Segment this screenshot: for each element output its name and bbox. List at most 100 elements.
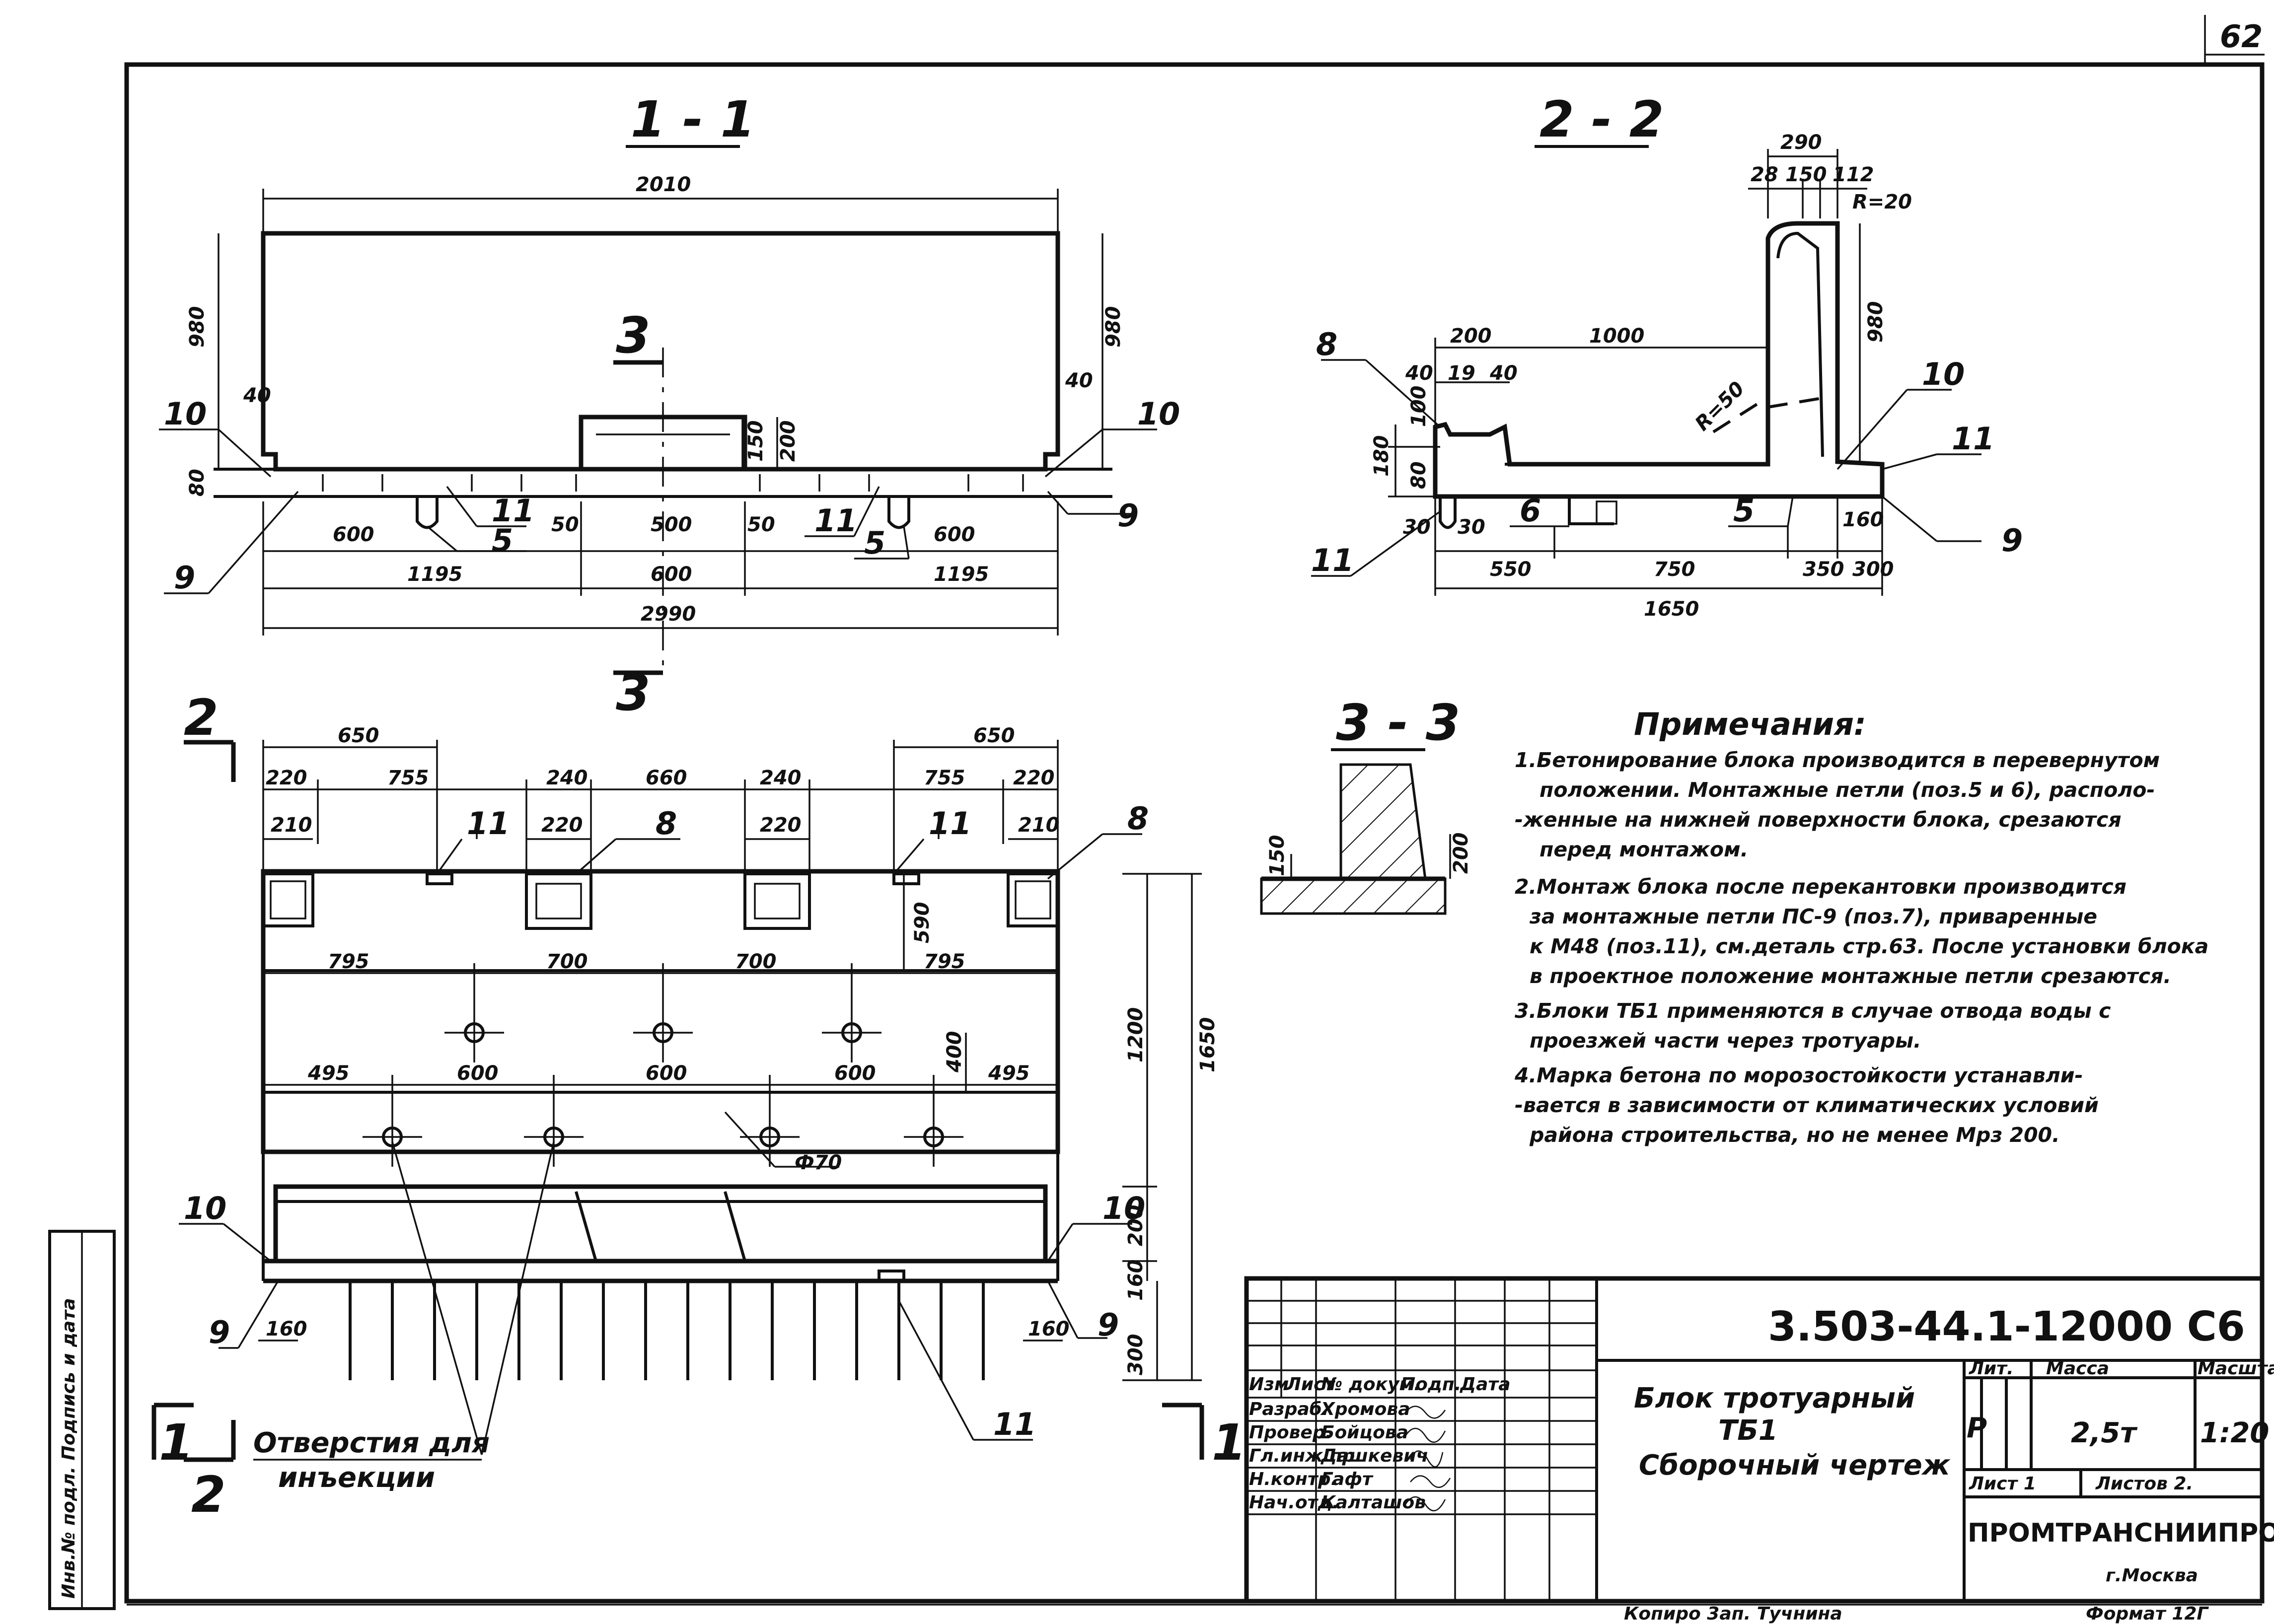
dim-50-a: 50 <box>551 513 579 536</box>
tb-header-date: Дата <box>1460 1374 1511 1395</box>
dim-150: 150 <box>744 421 767 462</box>
dim-r20: R=20 <box>1852 191 1912 213</box>
dim-495-b: 495 <box>988 1062 1030 1085</box>
section-1-1: 1 - 1 3 3 <box>159 90 1180 722</box>
plan-view: 2 2 1 1 <box>151 689 1247 1524</box>
callout-11-right: 11 <box>1952 421 1994 457</box>
tb-role: Гл.инж.пр. <box>1249 1446 1362 1466</box>
note-line: положении. Монтажные петли (поз.5 и 6), … <box>1540 778 2155 802</box>
notes-heading: Примечания: <box>1634 706 1866 742</box>
dim-40-b: 40 <box>1489 362 1518 385</box>
dim-240-a: 240 <box>546 767 588 789</box>
dim-980-right: 980 <box>1102 306 1125 348</box>
dim-160-b: 160 <box>1028 1318 1070 1341</box>
dim-180: 180 <box>1370 435 1393 477</box>
sheet-frame: 62 Инв.№ подл. Подпись и дата Копиро 3ап… <box>48 15 2265 1624</box>
section-3-3-title: 3 - 3 <box>1336 694 1460 752</box>
tb-header-sign: Подп. <box>1400 1374 1461 1395</box>
dim-19: 19 <box>1448 362 1475 385</box>
dim-650-b: 650 <box>973 724 1015 747</box>
tb-name-1: Блок тротуарный <box>1634 1382 1915 1414</box>
tb-stage-label: Лит. <box>1969 1358 2014 1379</box>
dim-750: 750 <box>1654 558 1695 581</box>
dim-30-b: 30 <box>1458 516 1485 539</box>
dim-300: 300 <box>1852 558 1894 581</box>
tb-name: Гафт <box>1321 1469 1374 1489</box>
dim-40-right: 40 <box>1065 369 1093 392</box>
note-line: в проектное положение монтажные петли ср… <box>1530 964 2171 988</box>
section-3-3: 3 - 3 150 200 <box>1260 694 1472 915</box>
tb-name: Дашкевич <box>1320 1446 1428 1466</box>
dim-1200: 1200 <box>1124 1007 1147 1062</box>
dim-220-b: 220 <box>1013 767 1055 789</box>
cut-3-top: 3 <box>616 306 651 364</box>
note-line: 3.Блоки ТБ1 применяются в случае отвода … <box>1515 999 2111 1023</box>
tb-name-2: ТБ1 <box>1718 1414 1778 1447</box>
callout-8-plan-a: 8 <box>656 805 677 842</box>
dim-600-a: 600 <box>333 523 374 546</box>
dim-600-b: 600 <box>934 523 975 546</box>
callout-11-right: 11 <box>814 502 857 539</box>
dim-160: 160 <box>1124 1260 1147 1301</box>
tb-role: Провер. <box>1249 1422 1332 1443</box>
tb-role: Н.контр. <box>1249 1469 1337 1489</box>
dim-1195-a: 1195 <box>407 563 462 586</box>
dim-700-b: 700 <box>735 950 777 973</box>
dim-200: 200 <box>1124 1205 1147 1247</box>
dim-1650: 1650 <box>1196 1017 1219 1072</box>
dim-500: 500 <box>651 513 692 536</box>
callout-11-plan-c: 11 <box>993 1406 1036 1442</box>
tb-mass: 2,5т <box>2071 1417 2138 1449</box>
section-1-1-title: 1 - 1 <box>631 90 755 148</box>
callout-9-plan-a: 9 <box>209 1314 230 1350</box>
dim-200: 200 <box>777 421 800 462</box>
callout-9: 9 <box>2001 522 2023 559</box>
dim-100: 100 <box>1407 386 1430 427</box>
dim-210-b: 210 <box>1018 814 1060 837</box>
dim-600-pb: 600 <box>646 1062 687 1085</box>
dim-80: 80 <box>186 469 209 496</box>
tb-header-list: Лист <box>1286 1374 1335 1395</box>
dim-495-a: 495 <box>307 1062 350 1085</box>
tb-header-doc: № докум. <box>1320 1374 1421 1395</box>
tb-name: Калташов <box>1321 1492 1426 1513</box>
dim-300: 300 <box>1124 1334 1147 1376</box>
callout-10-left: 10 <box>164 396 207 432</box>
page-number: 62 <box>2220 18 2263 55</box>
dim-50-b: 50 <box>747 513 775 536</box>
dim-200-s3: 200 <box>1450 833 1472 874</box>
section-2-2-title: 2 - 2 <box>1540 90 1664 148</box>
dim-112: 112 <box>1833 163 1874 186</box>
tb-stage: Р <box>1967 1412 1987 1444</box>
notes-block: Примечания: 1.Бетонирование блока произв… <box>1514 706 2208 1147</box>
copied-by: Копиро 3ап. Тучнина <box>1624 1604 1842 1624</box>
tb-mass-label: Масса <box>2046 1358 2109 1379</box>
tb-scale: 1:20 <box>2200 1417 2269 1449</box>
tb-sheet: Лист 1 <box>1969 1474 2036 1494</box>
note-line: -вается в зависимости от климатических у… <box>1515 1093 2099 1117</box>
dim-220-c: 220 <box>541 814 583 837</box>
tb-code: 3.503-44.1-12000 С6 <box>1768 1303 2245 1350</box>
dim-220-d: 220 <box>760 814 802 837</box>
callout-9-left: 9 <box>174 560 195 596</box>
dim-660: 660 <box>646 767 687 789</box>
callout-8-plan-b: 8 <box>1127 800 1149 837</box>
dim-2990: 2990 <box>641 603 696 626</box>
format-label: Формат 12Г <box>2086 1604 2209 1624</box>
dim-600-pc: 600 <box>834 1062 876 1085</box>
dim-700-a: 700 <box>546 950 588 973</box>
dim-600-c: 600 <box>651 563 692 586</box>
dim-350: 350 <box>1803 558 1844 581</box>
cut-1-left: 1 <box>159 1413 194 1472</box>
dim-40-a: 40 <box>1405 362 1433 385</box>
callout-10-plan-a: 10 <box>184 1190 226 1226</box>
dim-980-left: 980 <box>186 306 209 348</box>
note-line: 1.Бетонирование блока производится в пер… <box>1515 748 2160 772</box>
cut-2-bottom: 2 <box>191 1466 226 1524</box>
dim-220-a: 220 <box>266 767 307 789</box>
tb-org: ПРОМТРАНСНИИПРОЕКТ <box>1968 1518 2274 1548</box>
callout-5-right: 5 <box>864 525 885 561</box>
dim-2010: 2010 <box>636 173 691 196</box>
section-2-2: 2 - 2 290 <box>1311 90 2023 621</box>
note-line: к М48 (поз.11), см.деталь стр.63. После … <box>1530 934 2208 958</box>
